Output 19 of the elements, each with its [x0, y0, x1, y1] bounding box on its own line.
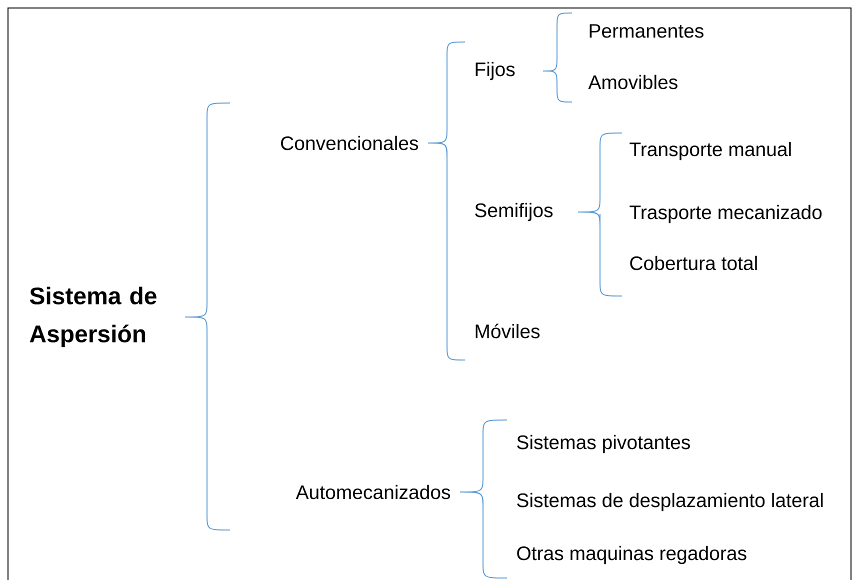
branch-label: Permanentes: [590, 24, 704, 38]
branch-label: Sistemas pivotantes: [517, 434, 690, 454]
branch-label: Semifijos: [475, 202, 553, 222]
branch-label: Transporte manual: [630, 142, 791, 160]
brace: [428, 142, 466, 360]
branch-label: Trasporte mecanizado: [630, 204, 822, 224]
branch-label: Sistemas de desplazamiento lateral: [517, 492, 823, 512]
branch-label: Fijos: [476, 62, 515, 80]
brace: [184, 316, 230, 530]
branch-label: Convencionales: [281, 136, 418, 150]
brace: [542, 70, 572, 102]
branch-label: Amovibles: [588, 74, 678, 90]
branch-label: Móviles: [476, 324, 540, 338]
branch-label: Otras maquinas regadoras: [517, 546, 746, 564]
branch-label: Cobertura total: [630, 256, 757, 270]
root-label: Sistema de Aspersión: [30, 286, 156, 348]
branch-label: Automecanizados: [296, 484, 450, 500]
brace: [460, 492, 508, 578]
brace: [578, 212, 622, 296]
